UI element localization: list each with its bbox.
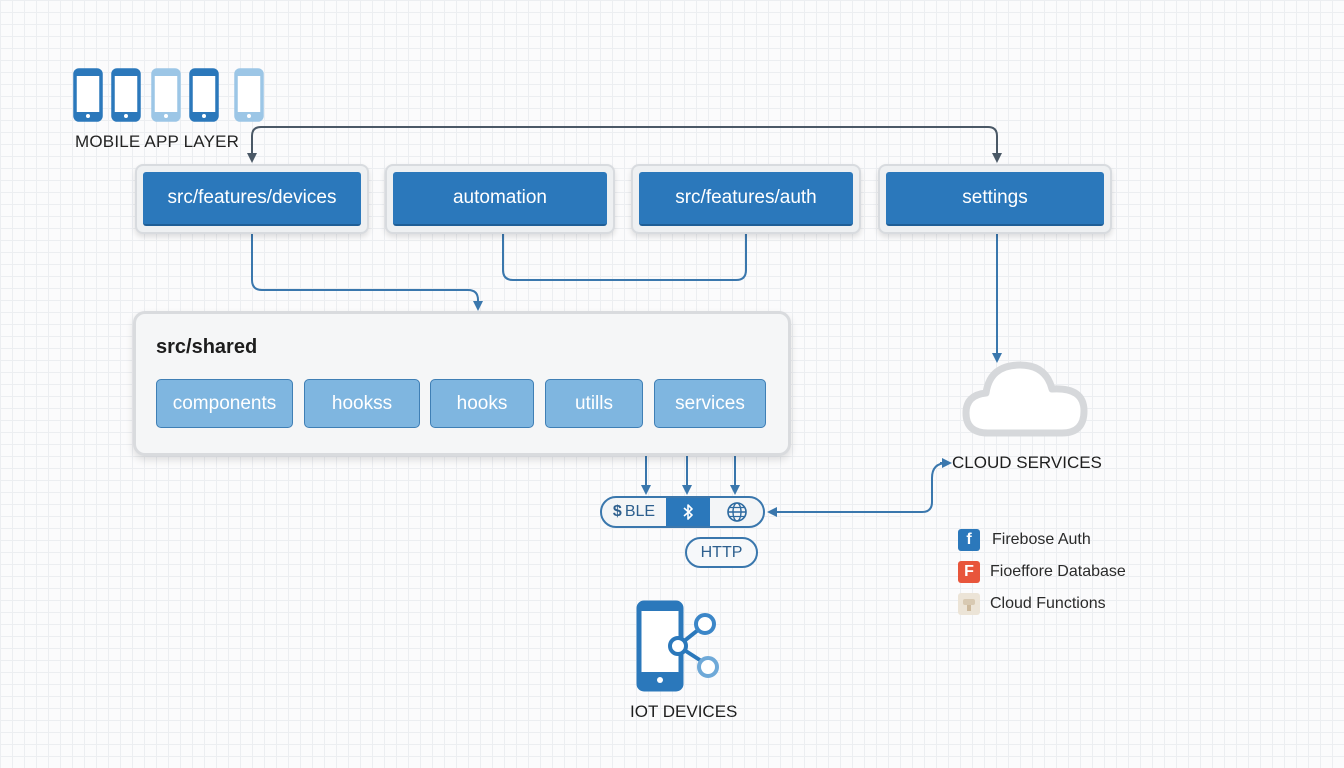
shared-module-hooks[interactable]: hooks bbox=[430, 379, 534, 428]
bluetooth-icon bbox=[683, 504, 693, 520]
firestore-icon: F bbox=[958, 561, 980, 583]
feature-settings-label: settings bbox=[886, 172, 1104, 226]
iot-device-icon bbox=[636, 600, 719, 692]
ble-prefix-icon: $ bbox=[612, 503, 622, 520]
globe-icon bbox=[726, 502, 747, 522]
devices-to-shared-connector bbox=[251, 234, 483, 311]
web-segment[interactable] bbox=[710, 498, 763, 526]
service-firebase-auth[interactable]: f Firebose Auth bbox=[958, 529, 1091, 551]
iot-devices-label: IOT DEVICES bbox=[630, 702, 738, 721]
phone-icon bbox=[151, 68, 181, 122]
mobile-layer-label: MOBILE APP LAYER bbox=[75, 132, 240, 151]
phone-icon bbox=[111, 68, 141, 122]
shared-module-utils[interactable]: utills bbox=[545, 379, 643, 428]
bluetooth-segment[interactable] bbox=[666, 498, 710, 526]
shared-module-services[interactable]: services bbox=[654, 379, 766, 428]
feature-auth-box[interactable]: src/features/auth bbox=[631, 164, 861, 234]
feature-automation-box[interactable]: automation bbox=[385, 164, 615, 234]
service-firestore[interactable]: F Fioeffore Database bbox=[958, 561, 1126, 583]
ble-label: BLE bbox=[624, 503, 656, 520]
phone-icon bbox=[234, 68, 264, 122]
shared-container[interactable]: src/shared components hookss hooks utill… bbox=[133, 311, 791, 456]
protocol-selector[interactable]: $ BLE bbox=[600, 496, 765, 528]
firebase-auth-icon: f bbox=[958, 529, 980, 551]
cloud-icon bbox=[962, 361, 1088, 437]
cloud-functions-icon bbox=[958, 593, 980, 615]
mobile-phone-icons bbox=[73, 68, 273, 124]
feature-auth-label: src/features/auth bbox=[639, 172, 853, 226]
service-cloud-functions-label: Cloud Functions bbox=[990, 595, 1106, 612]
shared-module-components[interactable]: components bbox=[156, 379, 293, 428]
shared-module-hookss[interactable]: hookss bbox=[304, 379, 420, 428]
feature-settings-box[interactable]: settings bbox=[878, 164, 1112, 234]
automation-auth-connector bbox=[502, 234, 747, 281]
service-firestore-label: Fioeffore Database bbox=[990, 563, 1126, 580]
cloud-services-label: CLOUD SERVICES bbox=[952, 453, 1102, 472]
phone-icon bbox=[189, 68, 219, 122]
service-firebase-auth-label: Firebose Auth bbox=[992, 531, 1091, 548]
http-badge[interactable]: HTTP bbox=[685, 537, 758, 568]
cloud-to-protocol-connector bbox=[767, 462, 948, 517]
top-bracket-connector bbox=[251, 126, 1002, 163]
service-cloud-functions[interactable]: Cloud Functions bbox=[958, 593, 1106, 615]
feature-automation-label: automation bbox=[393, 172, 607, 226]
feature-devices-label: src/features/devices bbox=[143, 172, 361, 226]
ble-segment[interactable]: $ BLE bbox=[602, 498, 666, 526]
feature-devices-box[interactable]: src/features/devices bbox=[135, 164, 369, 234]
phone-icon bbox=[73, 68, 103, 122]
shared-title: src/shared bbox=[156, 336, 258, 358]
